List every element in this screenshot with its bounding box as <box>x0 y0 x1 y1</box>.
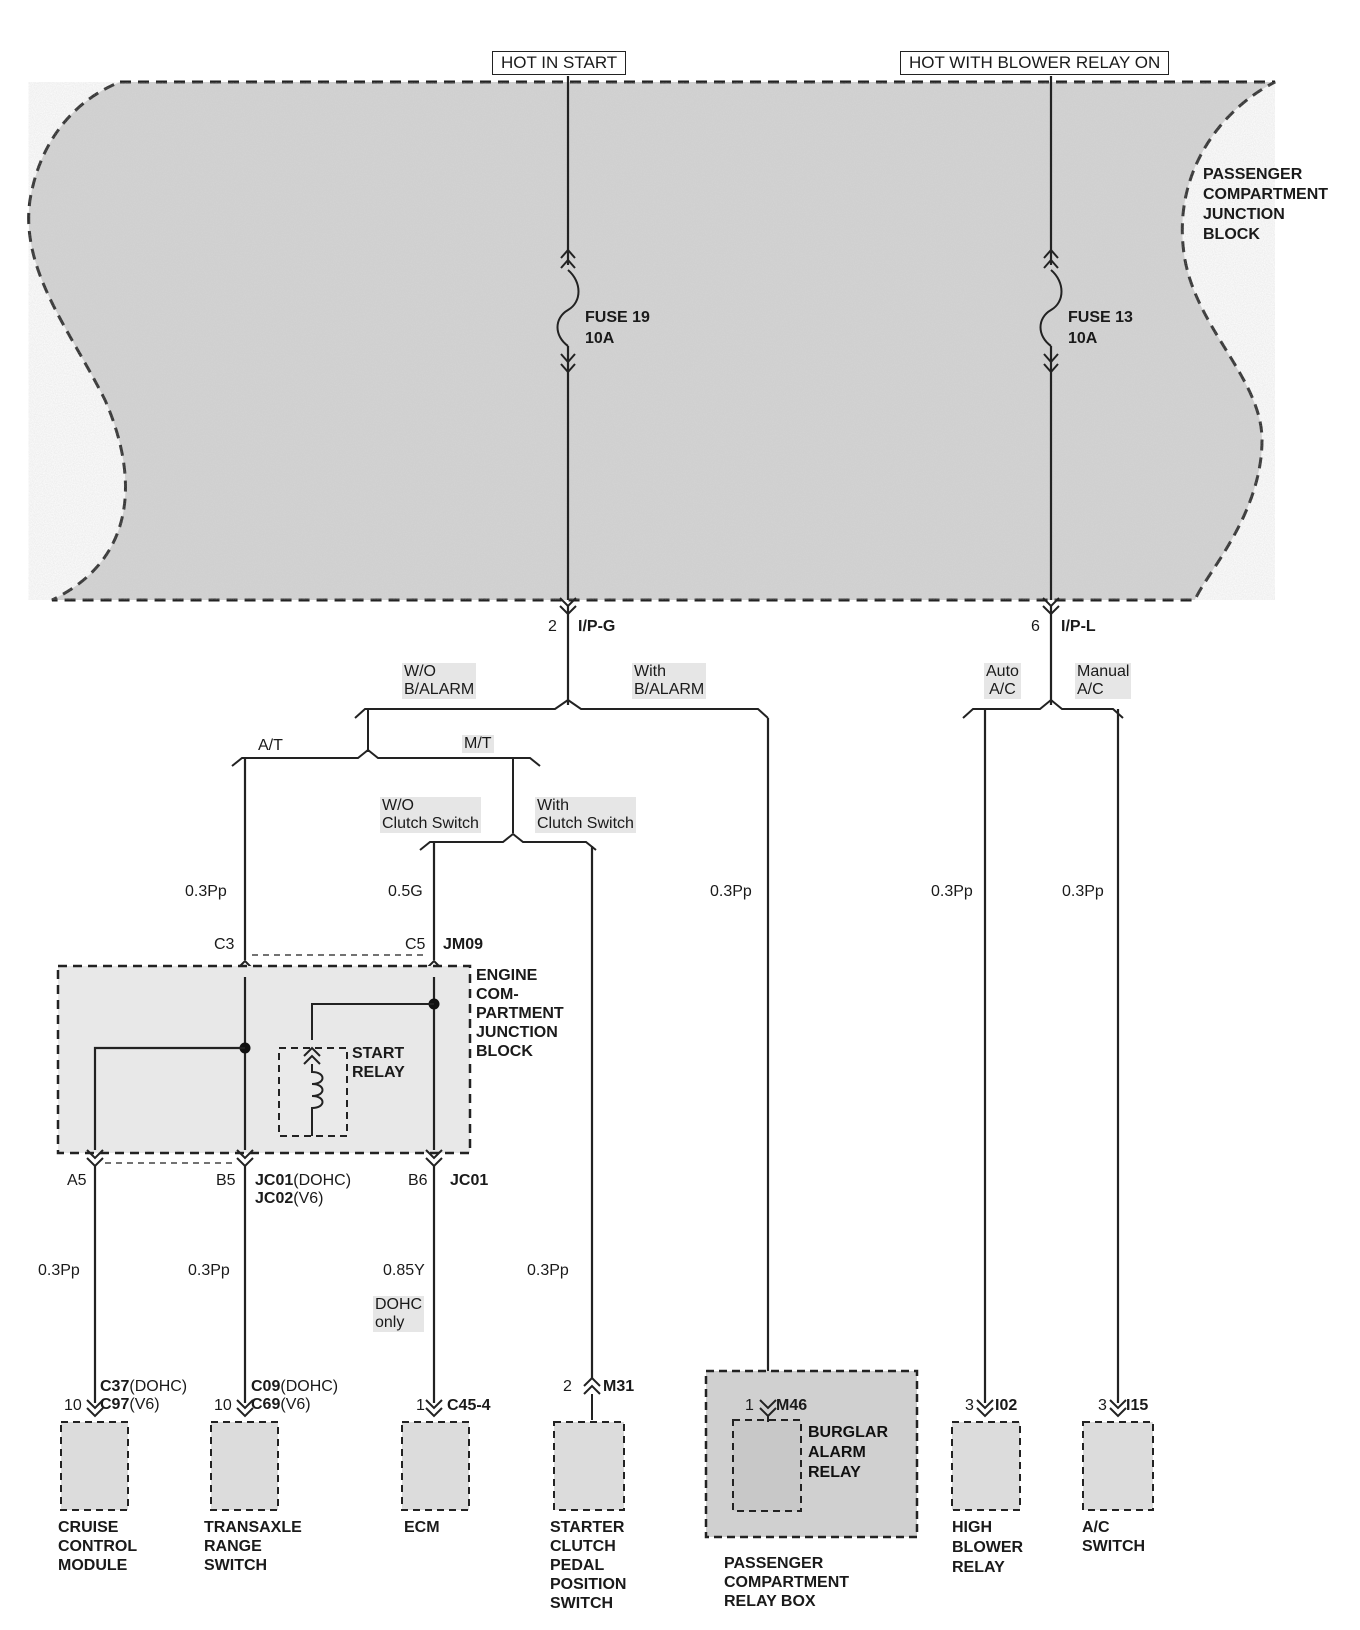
connector-c37-c97-label: C37(DOHC) C97(V6) <box>100 1378 187 1414</box>
c97-code: C97 <box>100 1396 130 1413</box>
branch-wo-clutch-switch: W/O Clutch Switch <box>380 797 481 833</box>
c37-code: C37 <box>100 1378 130 1395</box>
ac-switch-label: A/C SWITCH <box>1082 1519 1146 1555</box>
connector-i15-label: I15 <box>1126 1397 1149 1414</box>
fuse-13-symbol <box>1039 248 1063 374</box>
wire-spec-ecm: 0.85Y <box>383 1262 425 1279</box>
transaxle-range-switch-box <box>210 1421 279 1511</box>
passenger-junction-block-label: PASSENGER COMPARTMENT JUNCTION BLOCK <box>1203 166 1329 243</box>
connector-i02-label: I02 <box>995 1397 1018 1414</box>
ipl-pin-number: 6 <box>1031 618 1040 635</box>
branch-wo-balarm: W/O B/ALARM <box>402 663 477 699</box>
branch-auto-ac: Auto A/C <box>984 663 1021 699</box>
start-relay-coil <box>311 1064 324 1136</box>
high-blower-relay-label: HIGH BLOWER RELAY <box>952 1519 1024 1576</box>
transaxle-range-switch-label: TRANSAXLE RANGE SWITCH <box>204 1519 302 1574</box>
transaxle-pin-number: 10 <box>214 1397 232 1414</box>
engine-junction-block-outline <box>56 964 472 1155</box>
wire-spec-at: 0.3Pp <box>185 883 227 900</box>
connector-c3-label: C3 <box>214 936 235 953</box>
ecm-label: ECM <box>404 1519 440 1536</box>
burglar-alarm-relay-label: BURGLAR ALARM RELAY <box>808 1424 888 1481</box>
c09-code: C09 <box>251 1378 281 1395</box>
branch-at: A/T <box>258 737 283 754</box>
starter-clutch-switch-box <box>553 1421 625 1511</box>
split-balarm <box>354 698 769 719</box>
connector-i02 <box>976 1399 994 1418</box>
fuse-19-symbol <box>556 248 580 374</box>
branch-mt: M/T <box>462 735 494 753</box>
cruise-control-module-box <box>60 1421 129 1511</box>
dohc-only-note: DOHC only <box>373 1296 425 1332</box>
c69-variant: (V6) <box>280 1396 311 1413</box>
c69-code: C69 <box>251 1396 281 1413</box>
jc02-v6-variant: (V6) <box>293 1190 324 1207</box>
connector-c09 <box>236 1399 254 1418</box>
connector-m31-label: M31 <box>603 1378 635 1395</box>
branch-manual-ac: Manual A/C <box>1075 663 1132 699</box>
high-blower-pin-number: 3 <box>965 1397 974 1414</box>
passenger-relay-box-label: PASSENGER COMPARTMENT RELAY BOX <box>724 1555 850 1610</box>
burglar-alarm-relay-box <box>732 1419 802 1512</box>
split-clutch <box>419 832 597 851</box>
connector-b5-label: B5 <box>216 1172 236 1189</box>
connector-m46-label: M46 <box>776 1397 808 1414</box>
connector-c45-4-label: C45-4 <box>447 1397 491 1414</box>
wire-spec-starter: 0.3Pp <box>527 1262 569 1279</box>
connector-jc01-label: JC01 <box>450 1172 489 1189</box>
ipg-connector-label: I/P-G <box>578 618 616 635</box>
cruise-control-module-label: CRUISE CONTROL MODULE <box>58 1519 138 1574</box>
wire-spec-with-balarm: 0.3Pp <box>710 883 752 900</box>
ipl-connector-label: I/P-L <box>1061 618 1096 635</box>
wire-spec-cruise: 0.3Pp <box>38 1262 80 1279</box>
jc02-v6-code: JC02 <box>255 1190 294 1207</box>
start-relay-contact <box>303 1046 321 1065</box>
power-source-hot-in-start: HOT IN START <box>492 51 627 75</box>
ecm-box <box>401 1421 470 1511</box>
jc01-dohc-code: JC01 <box>255 1172 294 1189</box>
jc01-dohc-variant: (DOHC) <box>293 1172 352 1189</box>
branch-with-balarm: With B/ALARM <box>632 663 707 699</box>
burglar-pin-number: 1 <box>745 1397 754 1414</box>
ecm-pin-number: 1 <box>416 1397 425 1414</box>
c09-variant: (DOHC) <box>280 1378 339 1395</box>
split-ac <box>962 698 1124 719</box>
connector-jm09-label: JM09 <box>443 936 484 953</box>
cruise-pin-number: 10 <box>64 1397 82 1414</box>
fuse-13-label: FUSE 13 10A <box>1068 309 1133 347</box>
power-source-hot-blower-relay-on: HOT WITH BLOWER RELAY ON <box>900 51 1170 75</box>
wire-spec-manual-ac: 0.3Pp <box>1062 883 1104 900</box>
connector-c5-label: C5 <box>405 936 426 953</box>
fuse-19-label: FUSE 19 10A <box>585 309 650 347</box>
connector-c09-c69-label: C09(DOHC) C69(V6) <box>251 1378 338 1414</box>
passenger-junction-block-texture <box>28 82 1276 600</box>
wire-spec-auto-ac: 0.3Pp <box>931 883 973 900</box>
ac-switch-pin-number: 3 <box>1098 1397 1107 1414</box>
connector-jc01-jc02-label: JC01(DOHC) JC02(V6) <box>255 1172 351 1208</box>
ipg-pin-number: 2 <box>548 618 557 635</box>
c97-variant: (V6) <box>129 1396 160 1413</box>
engine-junction-block-label: ENGINE COM- PARTMENT JUNCTION BLOCK <box>476 967 564 1060</box>
connector-a5-label: A5 <box>67 1172 87 1189</box>
connector-m31 <box>583 1376 601 1395</box>
connector-c37 <box>86 1399 104 1418</box>
wire-spec-transaxle: 0.3Pp <box>188 1262 230 1279</box>
split-transmission <box>231 748 541 767</box>
c37-variant: (DOHC) <box>129 1378 188 1395</box>
connector-i15 <box>1109 1399 1127 1418</box>
ac-switch-box <box>1082 1421 1154 1511</box>
branch-with-clutch-switch: With Clutch Switch <box>535 797 636 833</box>
starter-pin-number: 2 <box>563 1378 572 1395</box>
high-blower-relay-box <box>951 1421 1021 1511</box>
connector-b6-label: B6 <box>408 1172 428 1189</box>
connector-c45 <box>425 1399 443 1418</box>
wire-spec-wo-clutch: 0.5G <box>388 883 423 900</box>
start-relay-label: START RELAY <box>352 1045 405 1081</box>
wire-to-start-relay <box>311 1003 434 1040</box>
wire-to-a5 <box>93 1046 245 1150</box>
starter-clutch-switch-label: STARTER CLUTCH PEDAL POSITION SWITCH <box>550 1519 627 1612</box>
